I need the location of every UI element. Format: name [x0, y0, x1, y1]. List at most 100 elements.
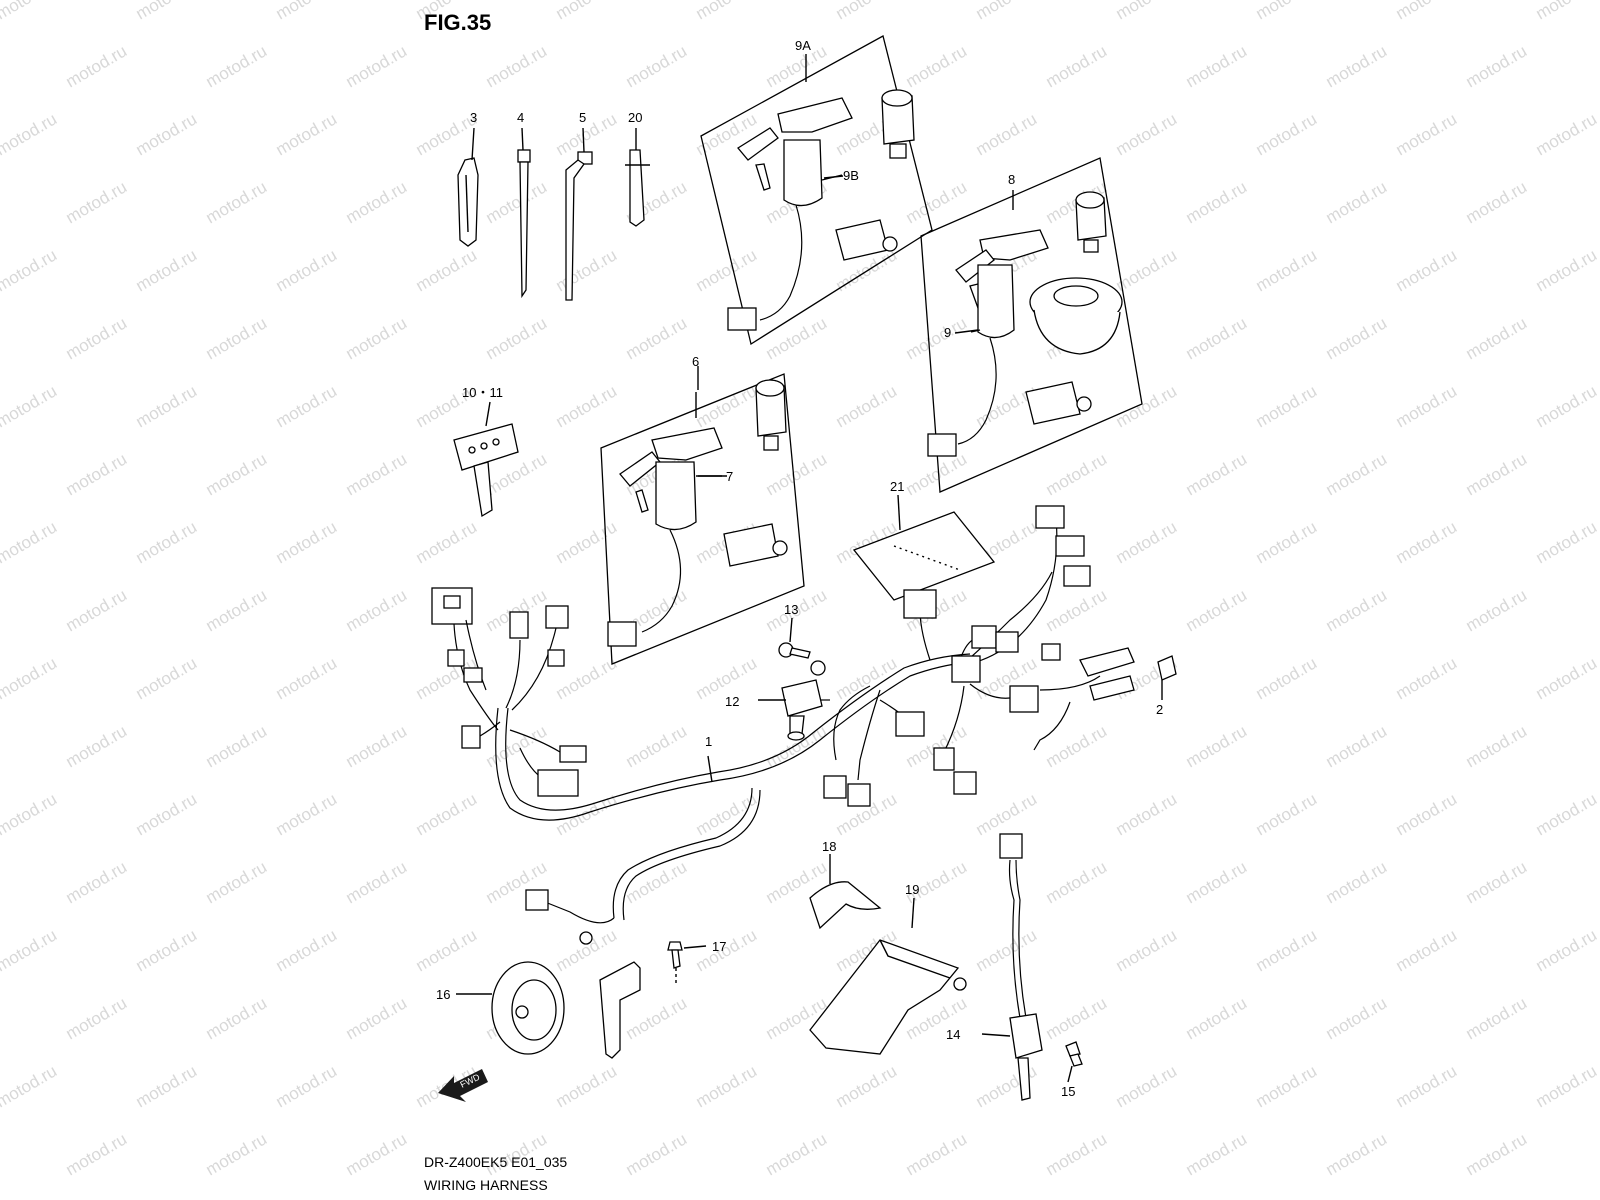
watermark-text: motod.ru	[1463, 993, 1531, 1043]
watermark-text: motod.ru	[413, 517, 481, 567]
watermark-text: motod.ru	[343, 585, 411, 635]
watermark-text: motod.ru	[903, 1129, 971, 1179]
watermark-text: motod.ru	[133, 789, 201, 839]
part-key-blank-10-11	[453, 401, 519, 518]
watermark-text: motod.ru	[1533, 245, 1600, 295]
watermark-text: motod.ru	[203, 585, 271, 635]
watermark-text: motod.ru	[133, 0, 201, 23]
watermark-text: motod.ru	[273, 789, 341, 839]
watermark-text: motod.ru	[0, 0, 60, 23]
watermark-text: motod.ru	[1043, 41, 1111, 91]
watermark-text: motod.ru	[273, 653, 341, 703]
watermark-text: motod.ru	[413, 245, 481, 295]
watermark-text: motod.ru	[343, 1129, 411, 1179]
watermark-text: motod.ru	[0, 789, 60, 839]
watermark-text: motod.ru	[343, 177, 411, 227]
figure-title: FIG.35	[424, 10, 491, 35]
watermark-text: motod.ru	[273, 0, 341, 23]
watermark-text: motod.ru	[553, 245, 621, 295]
part-label-sticker-21	[852, 494, 996, 601]
watermark-text: motod.ru	[63, 1129, 131, 1179]
watermark-text: motod.ru	[63, 585, 131, 635]
watermark-text: motod.ru	[1393, 245, 1461, 295]
part-bolt-17	[667, 941, 683, 984]
part-cover-19	[809, 897, 967, 1055]
callout-9a: 9A	[795, 38, 811, 53]
watermark-text: motod.ru	[833, 0, 901, 23]
watermark-text: motod.ru	[623, 1129, 691, 1179]
watermark-text: motod.ru	[343, 449, 411, 499]
watermark-text: motod.ru	[1253, 1061, 1321, 1111]
watermark-text: motod.ru	[1463, 721, 1531, 771]
watermark-text: motod.ru	[973, 925, 1041, 975]
watermark-text: motod.ru	[63, 857, 131, 907]
callout-7: 7	[726, 469, 733, 484]
watermark-text: motod.ru	[1533, 517, 1600, 567]
watermark-text: motod.ru	[203, 313, 271, 363]
watermark-text: motod.ru	[273, 1061, 341, 1111]
watermark-text: motod.ru	[1113, 925, 1181, 975]
watermark-text: motod.ru	[553, 789, 621, 839]
watermark-text: motod.ru	[553, 381, 621, 431]
watermark-text: motod.ru	[1253, 925, 1321, 975]
watermark-text: motod.ru	[1323, 1129, 1391, 1179]
watermark-text: motod.ru	[1323, 177, 1391, 227]
watermark-text: motod.ru	[1463, 857, 1531, 907]
watermark-text: motod.ru	[623, 993, 691, 1043]
watermark-text: motod.ru	[63, 41, 131, 91]
watermark-text: motod.ru	[1463, 1129, 1531, 1179]
watermark-text: motod.ru	[273, 109, 341, 159]
watermark-text: motod.ru	[1253, 653, 1321, 703]
callout-17: 17	[712, 939, 726, 954]
watermark-text: motod.ru	[1253, 0, 1321, 23]
watermark-text: motod.ru	[1183, 449, 1251, 499]
watermark-text: motod.ru	[133, 109, 201, 159]
watermark-text: motod.ru	[133, 653, 201, 703]
watermark-text: motod.ru	[0, 381, 60, 431]
watermark-text: motod.ru	[63, 313, 131, 363]
watermark-text: motod.ru	[1323, 313, 1391, 363]
watermark-text: motod.ru	[553, 1061, 621, 1111]
watermark-text: motod.ru	[273, 381, 341, 431]
watermark-text: motod.ru	[1183, 721, 1251, 771]
watermark-text: motod.ru	[973, 109, 1041, 159]
part-sensor-14	[999, 833, 1043, 1101]
callout-2: 2	[1156, 702, 1163, 717]
watermark-text: motod.ru	[1113, 789, 1181, 839]
watermark-text: motod.ru	[0, 653, 60, 703]
watermark-text: motod.ru	[1463, 177, 1531, 227]
watermark-text: motod.ru	[413, 789, 481, 839]
watermark-text: motod.ru	[1183, 313, 1251, 363]
watermark-text: motod.ru	[1183, 585, 1251, 635]
watermark-text: motod.ru	[973, 0, 1041, 23]
callout-12: 12	[725, 694, 739, 709]
watermark-text: motod.ru	[1323, 857, 1391, 907]
callout-3: 3	[470, 110, 477, 125]
watermark-text: motod.ru	[1393, 925, 1461, 975]
watermark-text: motod.ru	[833, 653, 901, 703]
callout-20: 20	[628, 110, 642, 125]
watermark-text: motod.ru	[1183, 857, 1251, 907]
watermark-text: motod.ru	[343, 313, 411, 363]
watermark-text: motod.ru	[1323, 721, 1391, 771]
watermark-text: motod.ru	[623, 721, 691, 771]
watermark-text: motod.ru	[1043, 993, 1111, 1043]
watermark-text: motod.ru	[623, 313, 691, 363]
watermark-text: motod.ru	[553, 0, 621, 23]
callout-21: 21	[890, 479, 904, 494]
watermark-text: motod.ru	[903, 449, 971, 499]
watermark-text: motod.ru	[903, 313, 971, 363]
watermark-text: motod.ru	[343, 721, 411, 771]
watermark-text: motod.ru	[903, 41, 971, 91]
callout-15: 15	[1061, 1084, 1075, 1099]
part-clamp-3	[457, 127, 479, 247]
watermark-text: motod.ru	[1113, 1061, 1181, 1111]
watermark-text: motod.ru	[1253, 109, 1321, 159]
watermark-text: motod.ru	[273, 925, 341, 975]
watermark-text: motod.ru	[63, 449, 131, 499]
watermark-text: motod.ru	[1463, 449, 1531, 499]
part-clamp-20	[625, 128, 650, 227]
part-cover-18	[809, 854, 882, 930]
watermark-text: motod.ru	[203, 1129, 271, 1179]
